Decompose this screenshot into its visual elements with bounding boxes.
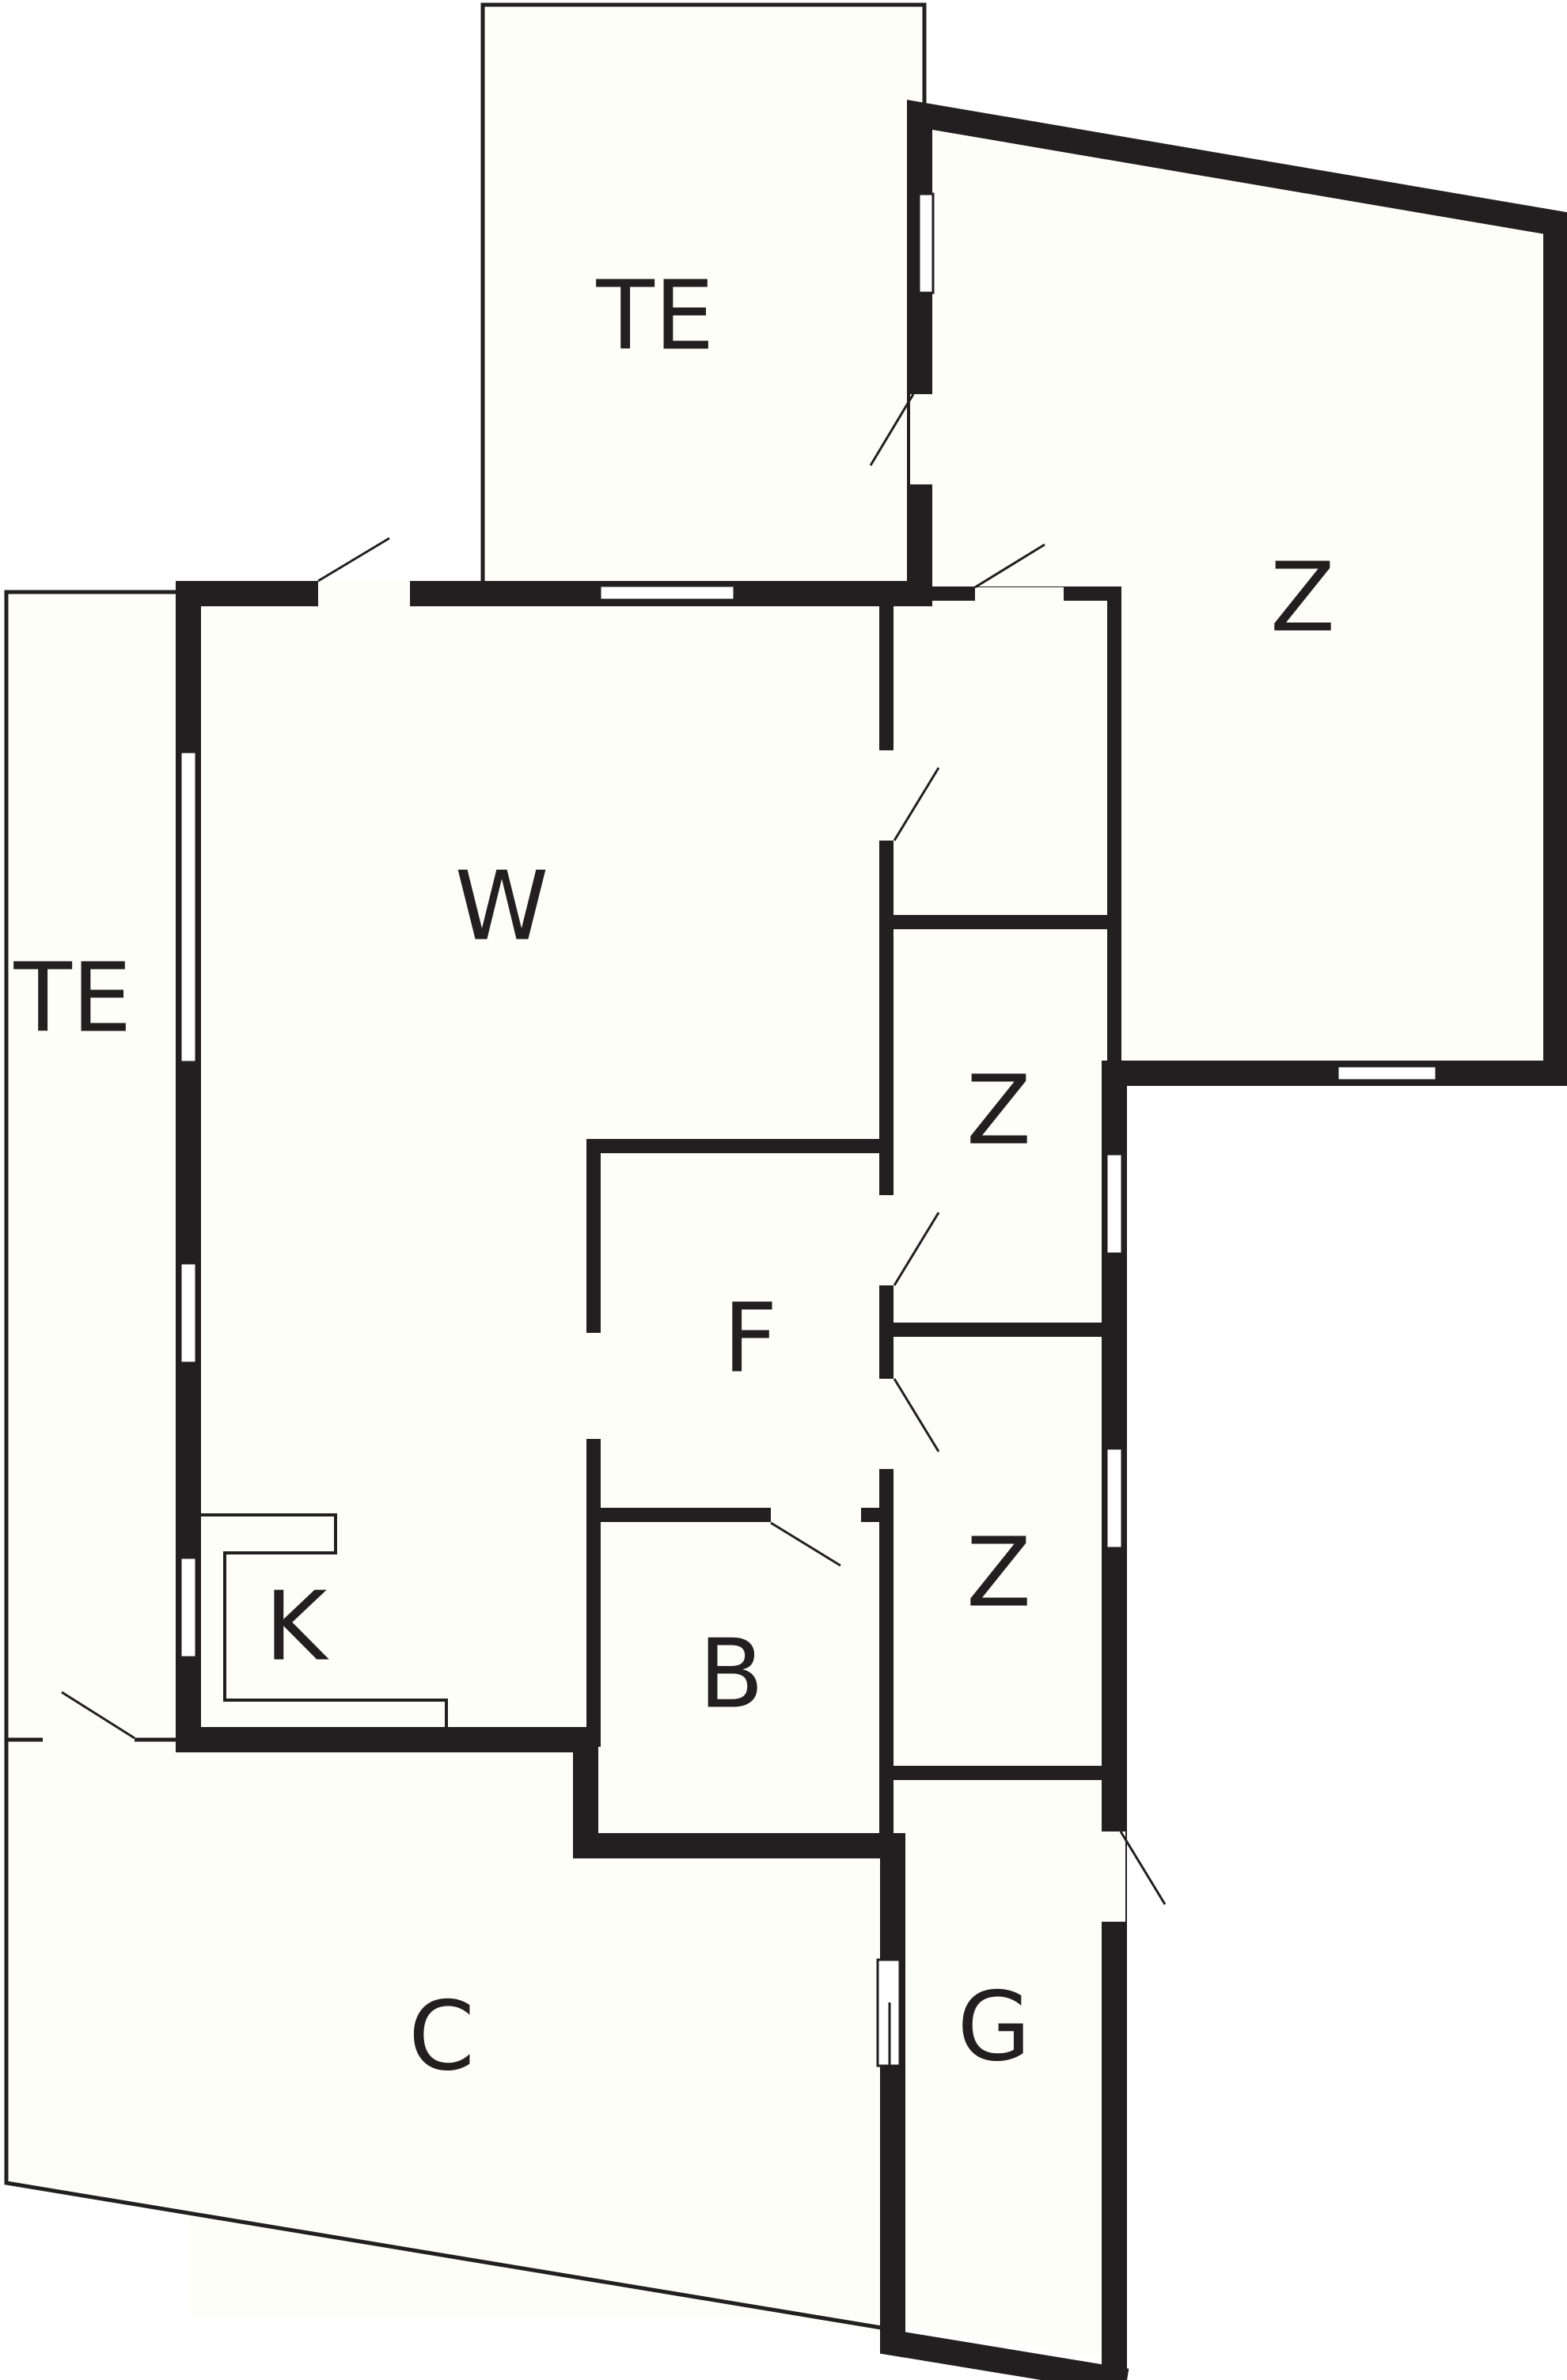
kitchen-counter xyxy=(196,1513,448,1727)
room-label-room-middle-1: Z xyxy=(966,1057,1031,1167)
room-label-kitchen: K xyxy=(265,1573,330,1683)
room-label-terrace-left: TE xyxy=(13,944,131,1054)
room-label-room-bottom: C xyxy=(408,1983,475,2093)
windows xyxy=(179,192,1438,2067)
floor-fills xyxy=(6,5,1556,2360)
door-openings xyxy=(43,394,1125,1922)
room-label-room-middle-2: Z xyxy=(966,1519,1031,1629)
room-label-bathroom: B xyxy=(699,1620,764,1730)
room-label-living-room: W xyxy=(455,852,549,962)
room-label-terrace-top: TE xyxy=(595,262,714,372)
room-label-room-large-right: Z xyxy=(1270,544,1335,654)
room-label-hall: F xyxy=(723,1285,777,1395)
room-labels: TE TE Z W Z Z F K B C G xyxy=(13,262,1335,2093)
room-label-garage: G xyxy=(958,1973,1031,2083)
door-swings xyxy=(61,393,1167,2066)
